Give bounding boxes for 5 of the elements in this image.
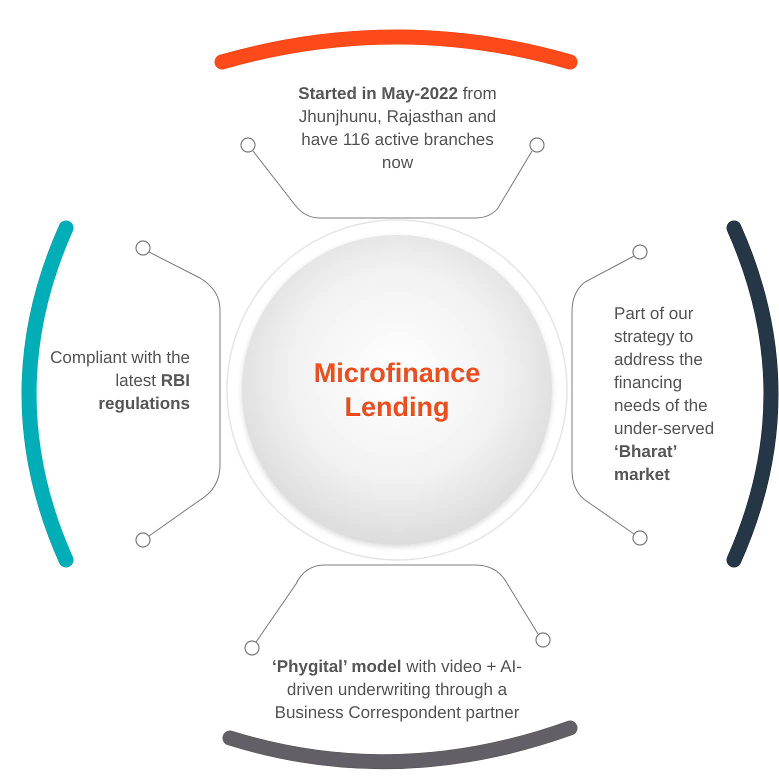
description-text: ‘Phygital’ model with video + AI-driven underwriting through a Business Correspondent partner bbox=[271, 656, 523, 724]
description-text: Started in May-2022 from Jhunjhunu, Rajasthan and have 116 active branches now bbox=[297, 83, 498, 174]
center-title: Microfinance Lending bbox=[312, 357, 482, 424]
description-text: Part of our strategy to address the financing needs of the under-served ‘Bharat’ market bbox=[614, 303, 716, 486]
description-text: Compliant with the latest RBI regulations bbox=[49, 347, 190, 415]
